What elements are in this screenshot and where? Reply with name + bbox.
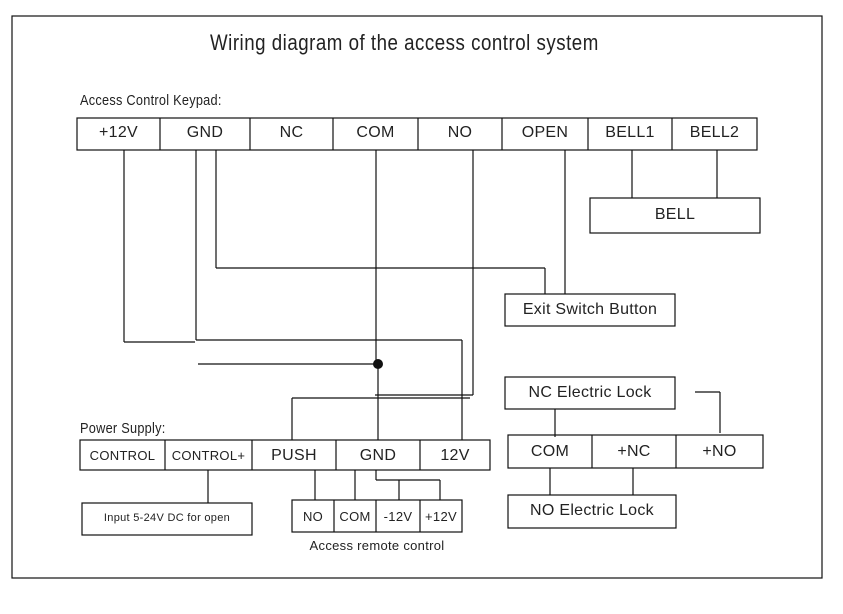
outer-frame — [11, 15, 823, 579]
keypad-terminal-bell2: BELL2 — [689, 124, 740, 141]
keypad-terminal-gnd: GND — [186, 124, 224, 141]
nc-lock-label: NC Electric Lock — [528, 384, 652, 401]
remote-terminal-minus12v: -12V — [383, 509, 413, 524]
power-supply-strip — [79, 439, 491, 471]
keypad-terminal-plus12v: +12V — [98, 124, 138, 141]
nc-lock-box — [504, 376, 676, 410]
diagram-title: Wiring diagram of the access control sys… — [210, 30, 599, 55]
remote-terminal-no: NO — [302, 509, 324, 524]
ps-terminal-12v: 12V — [440, 447, 470, 464]
keypad-terminal-nc: NC — [279, 124, 304, 141]
lock-terminal-com: COM — [530, 443, 570, 460]
power-supply-heading: Power Supply: — [80, 420, 166, 437]
remote-control-strip — [291, 499, 463, 533]
exit-switch-label: Exit Switch Button — [522, 301, 658, 318]
input-note: Input 5-24V DC for open — [103, 512, 231, 524]
keypad-terminal-com: COM — [356, 124, 395, 141]
no-lock-label: NO Electric Lock — [530, 502, 654, 519]
keypad-strip-outline — [76, 117, 758, 151]
ps-terminal-control: CONTROL — [89, 448, 156, 463]
lock-terminal-plus-no: +NO — [702, 443, 737, 460]
input-note-box — [81, 502, 253, 536]
keypad-heading: Access Control Keypad: — [80, 92, 222, 109]
bell-label: BELL — [654, 206, 696, 223]
lock-terminal-strip — [507, 434, 764, 469]
keypad-terminal-open: OPEN — [521, 124, 569, 141]
ps-terminal-control-plus: CONTROL+ — [171, 448, 246, 463]
no-lock-box — [507, 494, 677, 529]
keypad-terminal-bell1: BELL1 — [605, 124, 655, 141]
exit-switch-box — [504, 293, 676, 327]
bell-box — [589, 197, 761, 234]
remote-caption: Access remote control — [309, 538, 445, 553]
remote-terminal-com: COM — [339, 509, 371, 524]
remote-terminal-plus12v: +12V — [425, 509, 457, 524]
ps-terminal-gnd: GND — [359, 447, 397, 464]
keypad-terminal-strip — [76, 117, 758, 151]
lock-terminal-plus-nc: +NC — [617, 443, 651, 460]
ps-terminal-push: PUSH — [271, 447, 317, 464]
keypad-terminal-no: NO — [447, 124, 473, 141]
